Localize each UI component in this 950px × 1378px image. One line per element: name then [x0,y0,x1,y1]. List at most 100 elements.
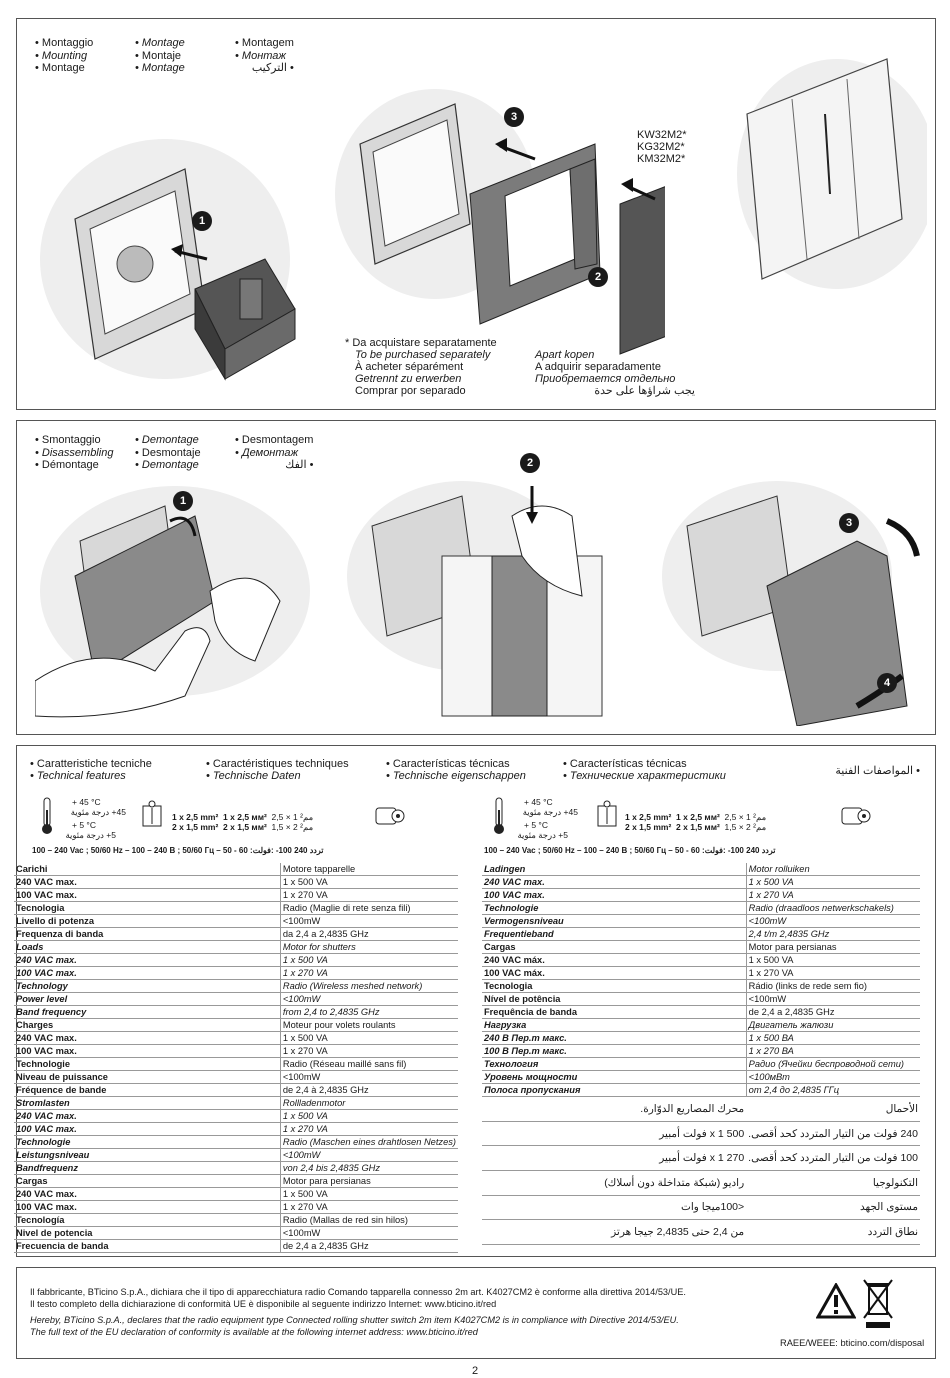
spec-value: 1 x 500 VA [279,1109,458,1124]
temp-max-ar: 45+ درجة مئوية [522,807,578,817]
spec-value: de 2,4 à 2,4835 GHz [279,1083,458,1098]
spec-value: Radio (Réseau maillé sans fil) [279,1057,458,1072]
spec-key: 240 VAC max. [482,875,747,890]
spec-key: 100 VAC max. [482,888,747,903]
spec-row: 100 VAC max.1 x 270 VA [14,1122,458,1137]
spec-key: Полоса пропускания [482,1083,747,1098]
code-km: KM32M2* [637,153,686,165]
purchase-de: Getrennt zu erwerben [355,373,462,385]
temp-min-ar: 5+ درجة مئوية [65,830,116,840]
spec-value: Rollladenmotor [279,1096,458,1111]
purchase-es: Comprar por separado [355,385,466,397]
purchase-note-left: * Da acquistare separatamente To be purc… [345,337,497,397]
wire-2-ru: 2 x 1,5 мм² [223,822,267,832]
spec-key-ar: التكنولوجيا [746,1170,920,1196]
spec-key: Tecnologia [14,901,281,916]
wire-sizes-left: 1 x 2,5 mm² 1 x 2,5 мм² 2,5 × 1 مم² 2 x … [172,812,313,832]
spec-value: 1 x 500 VA [745,875,920,890]
motor-icon [375,807,405,825]
wire-2: 2 x 1,5 mm² [172,822,219,832]
spec-row: Leistungsniveau<100mW [14,1148,458,1163]
dismounting-step1-illustration [35,486,310,718]
spec-row: 100 VAC max.1 x 270 VA [14,1200,458,1215]
spec-key: Stromlasten [14,1096,281,1111]
wire-1: 1 x 2,5 mm² [625,812,672,822]
spec-key: 240 В Пер.т макс. [482,1031,747,1046]
dismounting-fr: • Démontage [35,459,99,471]
spec-key: 100 В Пер.т макс. [482,1044,747,1059]
wire-2-ar: 1,5 × 2 مم² [724,822,767,832]
dismounting-it: • Smontaggio [35,434,101,446]
mounting-nl: • Montage [135,62,185,74]
mounting-es: • Montaje [135,49,182,62]
dismounting-step2-illustration [347,481,603,717]
spec-row: Nivel de potencia<100mW [14,1226,458,1241]
spec-row: Livello di potenza<100mW [14,914,458,929]
mounting-plate-illustration [335,89,665,355]
spec-key: Технология [482,1057,747,1072]
spec-value: <100mW [279,992,458,1007]
spec-value: 1 x 270 VA [279,1200,458,1215]
spec-value: от 2,4 до 2,4835 ГГц [745,1083,920,1098]
spec-value: 1 x 270 VA [745,966,920,981]
spec-value-ar: من 2,4 حتى 2,4835 جيجا هرتز [482,1219,747,1245]
power-row-right: 100 – 240 Vac ; 50/60 Hz – 100 – 240 В ;… [484,846,776,855]
temp-min-ar: 5+ درجة مئوية [517,830,568,840]
mounting-col2: • Montage • Montaje • Montage [135,37,185,75]
spec-value: <100мВт [745,1070,920,1085]
spec-head-es-nl: • Características técnicas • Technische … [386,758,526,782]
disposal-link[interactable]: RAEE/WEEE: bticino.com/disposal [780,1338,925,1348]
dismounting-nl: • Demontage [135,459,199,471]
spec-key: Livello di potenza [14,914,281,929]
purchase-en: To be purchased separately [355,349,491,361]
product-codes: KW32M2* KG32M2* KM32M2* [637,129,687,165]
spec-key: Cargas [14,1174,281,1189]
spec-row: Power level<100mW [14,992,458,1007]
spec-value: 1 x 270 VA [279,966,458,981]
spec-key: Charges [14,1018,281,1033]
spec-key: Нагрузка [482,1018,747,1033]
spec-key: 100 VAC max. [14,1122,281,1137]
spec-key: Technologie [14,1135,281,1150]
spec-value: 2,4 t/m 2,4835 GHz [745,927,920,942]
mounting-panel: • Montaggio • Mounting • Montage • Monta… [16,18,936,410]
spec-row: 240 VAC max.1 x 500 VA [14,1031,458,1046]
spec-value: from 2,4 to 2,4835 GHz [279,1005,458,1020]
spec-row-ar: محرك المصاريع الدوّارة.الأحمال [482,1096,920,1122]
spec-key: Technology [14,979,281,994]
spec-value: 1 x 500 VA [279,1031,458,1046]
spec-key: Ladingen [482,863,747,877]
wire-2: 2 x 1,5 mm² [625,822,672,832]
wire-2-ar: 1,5 × 2 مم² [271,822,314,832]
temp-min: + 5 °C [524,820,548,830]
spec-value: <100mW [279,914,458,929]
spec-key-ar: الأحمال [746,1096,920,1122]
spec-key: 100 VAC max. [14,1044,281,1059]
spec-row: 240 VAC máx.1 x 500 VA [482,953,920,968]
spec-value: Rádio (links de rede sem fio) [745,979,920,994]
spec-value: von 2,4 bis 2,4835 GHz [279,1161,458,1176]
spec-value-ar: 500 x 1 فولت أمبير [482,1121,747,1147]
spec-value: 1 x 500 VA [279,1187,458,1202]
temp-max-ar: 45+ درجة مئوية [70,807,126,817]
spec-key: Cargas [482,940,747,955]
spec-row: 240 VAC max.1 x 500 VA [482,875,920,890]
page-number: 2 [471,1365,479,1377]
spec-row: 240 VAC max.1 x 500 VA [14,1109,458,1124]
spec-value: Радио (Ячейки беспроводной сети) [745,1057,920,1072]
spec-key: 240 VAC max. [14,953,281,968]
spec-title-de: • Technische Daten [206,770,301,782]
